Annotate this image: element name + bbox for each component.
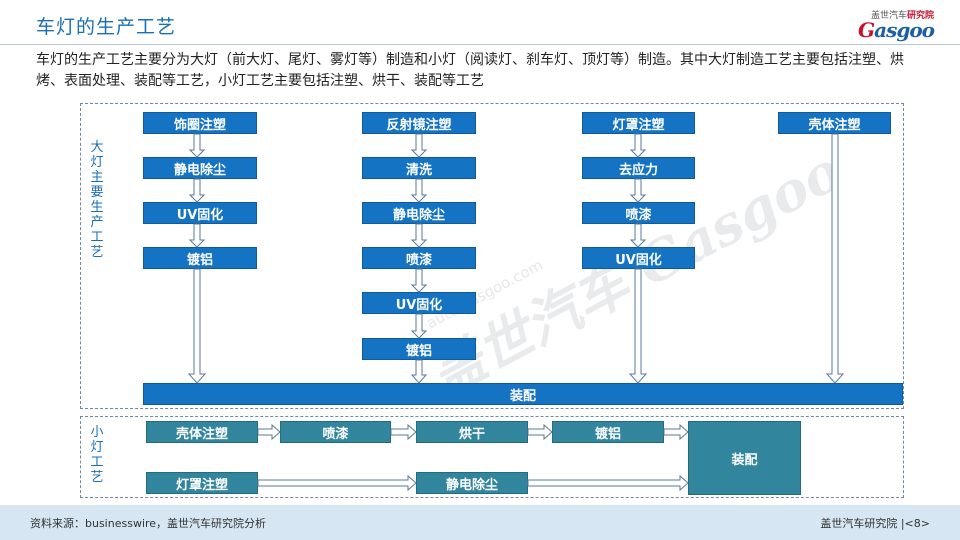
step-col2-aluminizing: 镀铝 [362,338,476,360]
small-step-housing-molding: 壳体注塑 [146,421,258,443]
big-lamp-panel [80,103,904,409]
small-step-lens-molding: 灯罩注塑 [146,472,258,494]
small-step-drying: 烘干 [416,421,528,443]
logo-word: asgoo [874,18,935,42]
logo-top-text-red: 研究院 [906,11,934,21]
step-col2-dust-removal: 静电除尘 [362,202,476,224]
title-divider [0,44,960,45]
logo-g: G [858,18,875,42]
page-title: 车灯的生产工艺 [36,16,177,38]
gasgoo-logo: 盖世汽车研究院 Gasgoo [834,8,935,42]
step-reflector-molding: 反射镜注塑 [362,112,476,134]
step-lens-molding: 灯罩注塑 [582,112,695,134]
small-lamp-label: 小灯工艺 [90,425,104,485]
small-lamp-assembly: 装配 [688,421,801,495]
page-number: 盖世汽车研究院 |<8> [820,517,930,530]
small-step-dust-removal: 静电除尘 [416,472,528,494]
step-col2-painting: 喷漆 [362,247,476,269]
step-housing-molding: 壳体注塑 [778,112,891,134]
source-note: 资料来源：businesswire，盖世汽车研究院分析 [30,517,267,530]
big-lamp-assembly: 装配 [143,383,903,405]
step-col1-dust-removal: 静电除尘 [143,157,257,179]
big-lamp-label: 大灯主要生产工艺 [90,140,104,260]
step-stress-relief: 去应力 [582,157,695,179]
intro-paragraph: 车灯的生产工艺主要分为大灯（前大灯、尾灯、雾灯等）制造和小灯（阅读灯、刹车灯、顶… [36,52,904,89]
small-step-painting: 喷漆 [280,421,391,443]
small-step-aluminizing: 镀铝 [552,421,664,443]
small-lamp-panel [80,416,904,498]
step-bezel-molding: 饰圈注塑 [143,112,257,134]
step-col3-uv-curing: UV固化 [582,247,695,269]
step-col3-painting: 喷漆 [582,202,695,224]
step-col1-aluminizing: 镀铝 [143,247,257,269]
logo-top-text: 盖世汽车 [870,11,907,21]
step-cleaning: 清洗 [362,157,476,179]
step-col2-uv-curing: UV固化 [362,292,476,314]
footer-bar: 资料来源：businesswire，盖世汽车研究院分析 盖世汽车研究院 |<8> [0,505,960,540]
step-col1-uv-curing: UV固化 [143,202,257,224]
